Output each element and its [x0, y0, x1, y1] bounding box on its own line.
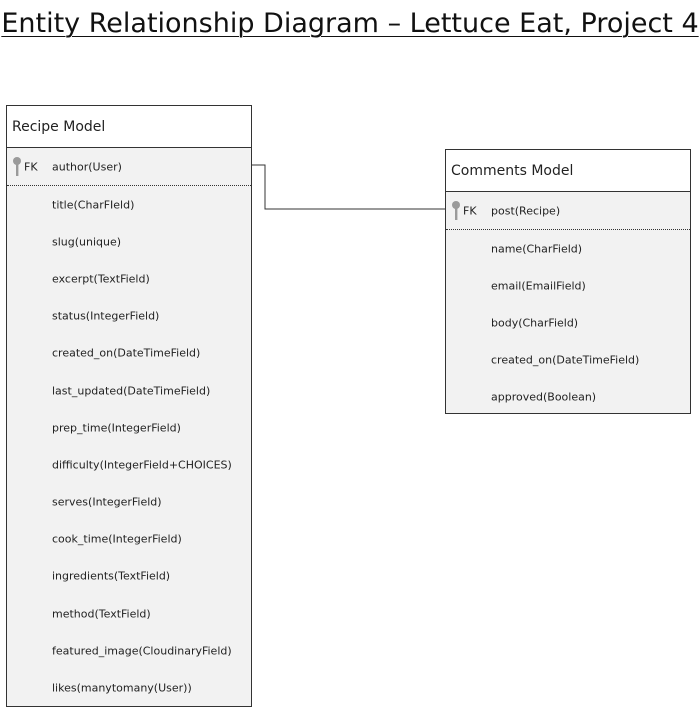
- field-name: prep_time(IntegerField): [52, 421, 181, 435]
- entity-name: Recipe Model: [12, 118, 106, 135]
- field-name: name(CharField): [491, 242, 583, 256]
- diagram-title: Entity Relationship Diagram – Lettuce Ea…: [1, 8, 699, 39]
- entity-comments-model: Comments Model FK post(Recipe) name(Char…: [445, 149, 691, 414]
- field-row: title(CharFIeld): [7, 186, 251, 223]
- field-name: title(CharFIeld): [52, 198, 135, 212]
- field-row: created_on(DateTimeField): [446, 342, 690, 379]
- field-row: created_on(DateTimeField): [7, 335, 251, 372]
- field-row: cook_time(IntegerField): [7, 521, 251, 558]
- key-field-row: FK post(Recipe): [446, 192, 690, 230]
- field-name: slug(unique): [52, 235, 122, 249]
- field-name: likes(manytomany(User)): [52, 681, 192, 695]
- field-row: email(EmailField): [446, 267, 690, 304]
- key-field-row: FK author(User): [7, 148, 251, 186]
- field-row: name(CharField): [446, 230, 690, 267]
- field-row: featured_image(CloudinaryField): [7, 632, 251, 669]
- field-name: body(CharField): [491, 316, 579, 330]
- entity-name: Comments Model: [451, 162, 574, 179]
- fk-label: FK: [463, 204, 477, 217]
- key-icon: [13, 156, 21, 176]
- field-row: method(TextField): [7, 595, 251, 632]
- field-name: last_updated(DateTimeField): [52, 384, 211, 398]
- field-row: slug(unique): [7, 223, 251, 260]
- field-name: ingredients(TextField): [52, 569, 171, 583]
- field-row: serves(IntegerField): [7, 484, 251, 521]
- field-name: status(IntegerField): [52, 309, 160, 323]
- field-name: featured_image(CloudinaryField): [52, 644, 232, 658]
- field-row: status(IntegerField): [7, 298, 251, 335]
- field-name: method(TextField): [52, 607, 151, 621]
- field-name: created_on(DateTimeField): [491, 353, 640, 367]
- field-name: excerpt(TextField): [52, 272, 150, 286]
- key-icon: [452, 200, 460, 220]
- field-row: likes(manytomany(User)): [7, 669, 251, 706]
- entity-header: Comments Model: [446, 150, 690, 192]
- field-row: difficulty(IntegerField+CHOICES): [7, 446, 251, 483]
- fk-label: FK: [24, 160, 38, 173]
- field-name: cook_time(IntegerField): [52, 532, 182, 546]
- field-row: last_updated(DateTimeField): [7, 372, 251, 409]
- field-name: post(Recipe): [491, 204, 561, 217]
- field-name: difficulty(IntegerField+CHOICES): [52, 458, 232, 472]
- field-row: ingredients(TextField): [7, 558, 251, 595]
- field-row: approved(Boolean): [446, 379, 690, 416]
- field-row: body(CharField): [446, 304, 690, 341]
- entity-recipe-model: Recipe Model FK author(User) title(CharF…: [6, 105, 252, 707]
- field-row: excerpt(TextField): [7, 260, 251, 297]
- field-name: approved(Boolean): [491, 390, 597, 404]
- field-row: prep_time(IntegerField): [7, 409, 251, 446]
- field-name: author(User): [52, 160, 122, 173]
- field-name: email(EmailField): [491, 279, 586, 293]
- entity-header: Recipe Model: [7, 106, 251, 148]
- field-name: serves(IntegerField): [52, 495, 162, 509]
- field-name: created_on(DateTimeField): [52, 346, 201, 360]
